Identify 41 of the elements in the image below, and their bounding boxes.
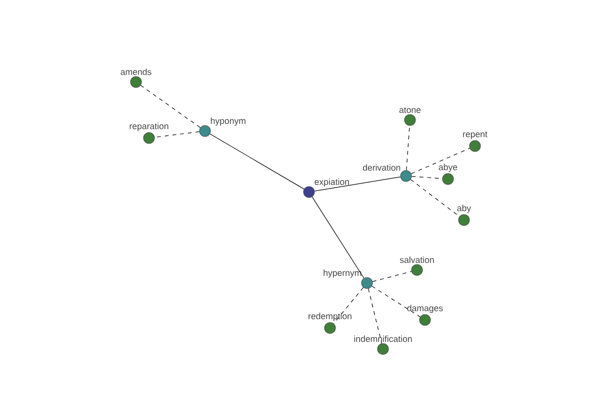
node-label: abye <box>438 164 458 172</box>
graph-node: aby <box>457 204 472 226</box>
node-label: amends <box>120 68 152 75</box>
dashed-link <box>333 287 364 324</box>
graph-node: hyponym <box>199 118 246 137</box>
dashed-link <box>368 288 382 344</box>
graph-node: salvation <box>400 256 434 276</box>
graph-node: atone <box>399 107 421 126</box>
dashed-link <box>140 85 201 128</box>
dashed-link <box>406 125 410 171</box>
node-label: repent <box>463 131 488 139</box>
node-label: hyponym <box>210 117 246 126</box>
node-label: damages <box>407 304 443 313</box>
graph-node: damages <box>407 304 443 326</box>
dashed-link <box>372 271 412 282</box>
node-label: atone <box>399 107 421 113</box>
graph-node: repent <box>463 132 488 152</box>
graph-node: indemnification <box>354 336 412 355</box>
link-line <box>312 196 364 278</box>
node-label: indemnification <box>354 336 412 342</box>
graph-node: abye <box>438 164 458 185</box>
node-label: redemption <box>308 312 352 321</box>
node-label: salvation <box>400 256 434 263</box>
dashed-link <box>154 131 200 138</box>
dashed-link <box>410 179 460 217</box>
graph-node: amends <box>120 68 152 88</box>
graph-node: expiation <box>303 178 349 198</box>
link-line <box>210 134 304 190</box>
dashed-link <box>411 176 443 179</box>
graph-node: derivation <box>362 164 412 182</box>
node-label: aby <box>457 204 472 213</box>
graph-node: redemption <box>308 312 352 334</box>
node-label: hypernym <box>324 269 362 278</box>
node-label: reparation <box>130 122 168 131</box>
link-line <box>314 176 401 192</box>
node-label: expiation <box>314 178 349 187</box>
graph-node: hypernym <box>324 270 373 289</box>
node-label: derivation <box>362 164 400 171</box>
dashed-link <box>372 286 420 318</box>
dashed-link <box>410 148 470 174</box>
graph-node: reparation <box>130 122 168 144</box>
